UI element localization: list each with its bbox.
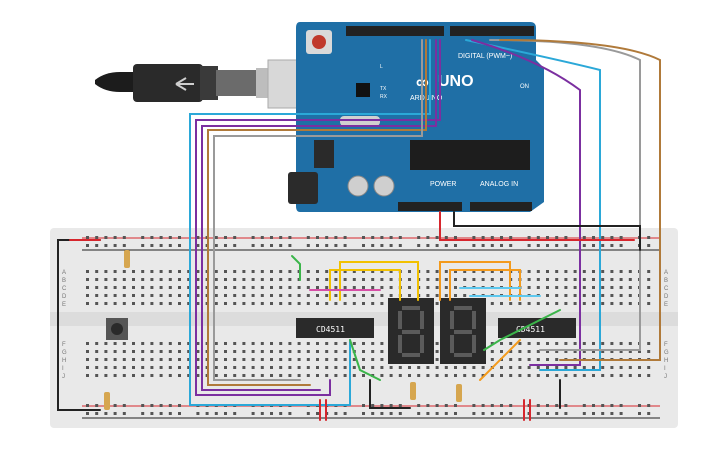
breadboard-label: I (664, 366, 666, 372)
breadboard-label: F (62, 342, 66, 348)
push-button-icon[interactable] (106, 318, 128, 340)
breadboard-label: E (62, 302, 66, 308)
breadboard-label: C (62, 286, 67, 292)
usb-cable-icon (95, 59, 327, 109)
seven-segment-icon (388, 298, 486, 364)
chip-left: CD4511 (296, 318, 374, 338)
power-header-label: POWER (430, 181, 456, 188)
arduino-board: ∞ UNO ARDUINO DIGITAL (PWM~) POWER ANALO… (288, 22, 544, 212)
breadboard-label: G (62, 350, 67, 356)
arduino-model-label: UNO (438, 73, 474, 90)
breadboard-label: H (664, 358, 668, 364)
breadboard-label: B (664, 278, 668, 284)
breadboard-label: B (62, 278, 66, 284)
breadboard-label: G (664, 350, 669, 356)
breadboard-label: A (664, 270, 668, 276)
breadboard-label: F (664, 342, 668, 348)
analog-header-label: ANALOG IN (480, 181, 518, 188)
chip-right-label: CD4511 (516, 325, 545, 334)
rx-led-label: RX (380, 94, 388, 100)
breadboard-label: I (62, 366, 64, 372)
l-led-label: L (380, 64, 383, 70)
breadboard-label: C (664, 286, 669, 292)
resistor-icon (104, 250, 462, 410)
breadboard-label: J (62, 374, 65, 380)
breadboard-label: D (62, 294, 67, 300)
chip-left-label: CD4511 (316, 325, 345, 334)
tx-led-label: TX (380, 86, 387, 92)
digital-header-label: DIGITAL (PWM~) (458, 53, 512, 60)
breadboard-label: E (664, 302, 668, 308)
wires (57, 39, 661, 421)
breadboard-label: D (664, 294, 669, 300)
breadboard-label: J (664, 374, 667, 380)
chip-right: CD4511 (498, 318, 576, 338)
on-led-label: ON (520, 84, 529, 90)
breadboard-label: A (62, 270, 66, 276)
breadboard-label: H (62, 358, 66, 364)
